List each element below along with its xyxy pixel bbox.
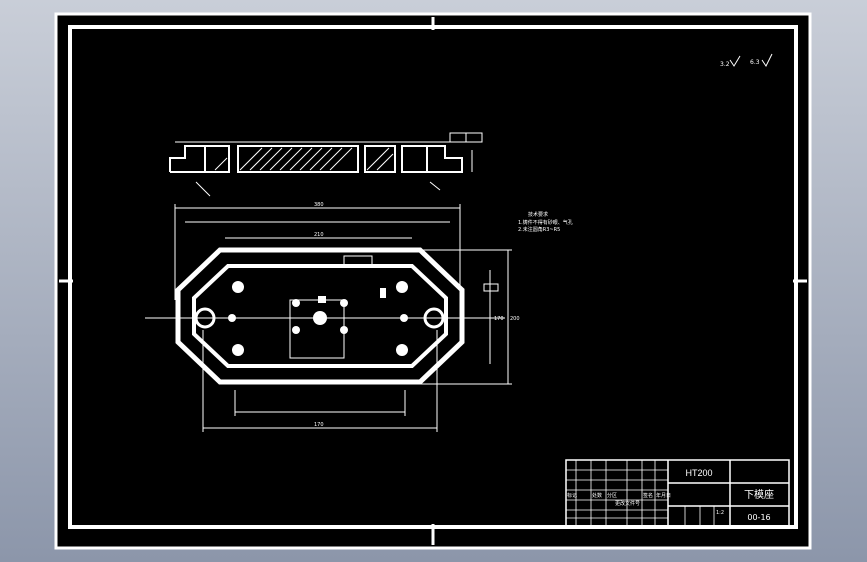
section-hatching [214, 147, 394, 171]
dim-inner-width: 210 [314, 232, 324, 238]
scale-value: 1:2 [716, 510, 724, 516]
technical-notes: 技术要求 1.铸件不得有砂眼、气孔 2.未注圆角R3~R5 [518, 211, 573, 233]
dim-height-b: 200 [510, 316, 520, 322]
tb-label-zone: 分区 [607, 492, 617, 499]
plan-dimensions [174, 204, 512, 432]
title-block [565, 459, 790, 527]
tb-label-doc: 更改文件号 [615, 500, 640, 507]
title-block-grid [566, 460, 715, 526]
dim-overall-width: 380 [314, 202, 324, 208]
tech-note-title: 技术要求 [528, 211, 548, 218]
plan-view [145, 247, 505, 385]
tb-label-sign: 签名 [643, 492, 653, 499]
dim-center-width: 170 [314, 422, 324, 428]
section-view [169, 141, 463, 173]
drawing-number: 00-16 [747, 513, 770, 522]
plan-dim-text: 380 210 170 170 200 [314, 202, 520, 428]
centering-marks [59, 17, 807, 545]
dim-height-a: 170 [494, 316, 504, 322]
roughness-label-1: 3.2 [720, 61, 730, 68]
title-block-labels: 标记 处数 分区 更改文件号 签名 年月日 [567, 492, 671, 507]
tb-label-date: 年月日 [656, 492, 671, 499]
tb-label-mark: 标记 [567, 492, 577, 499]
material-label: HT200 [685, 468, 712, 478]
tech-note-2: 2.未注圆角R3~R5 [518, 226, 560, 233]
roughness-label-2: 6.3 [750, 59, 760, 66]
page-frame [54, 12, 812, 550]
roughness-symbols: 3.2 6.3 [720, 53, 773, 68]
tech-note-1: 1.铸件不得有砂眼、气孔 [518, 219, 573, 226]
plan-holes [228, 281, 408, 356]
section-annotations [195, 132, 483, 197]
part-name: 下模座 [744, 488, 774, 501]
tb-label-count: 处数 [592, 492, 602, 499]
